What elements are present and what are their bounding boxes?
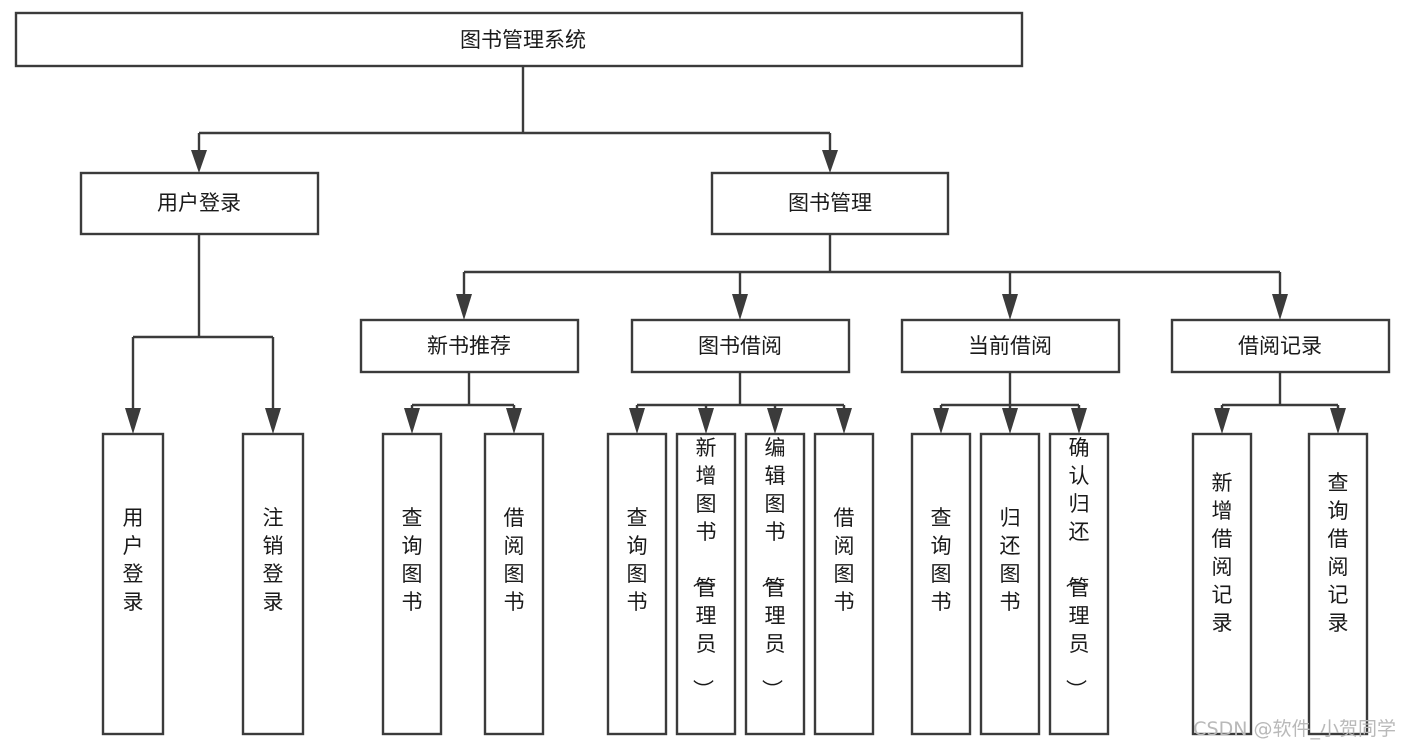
leaf-nodes-layer: 用户登录 注销登录 查询图书 借阅图书 查询图书 新增图书（管理员） xyxy=(101,432,1369,736)
node-leaf-confirm-return-label: 确认归还（管理员） xyxy=(1064,436,1090,700)
node-leaf-query-book-3-box[interactable] xyxy=(910,432,972,736)
node-current-borrow-box[interactable] xyxy=(900,318,1121,374)
arrowhead-leaf-add-record xyxy=(1214,408,1230,434)
node-leaf-query-book-2-box[interactable] xyxy=(606,432,668,736)
node-leaf-add-book-label: 新增图书（管理员） xyxy=(691,436,717,700)
node-leaf-user-logout[interactable]: 注销登录 xyxy=(241,432,305,736)
node-leaf-edit-book[interactable]: 编辑图书（管理员） xyxy=(744,432,806,736)
node-root-box[interactable] xyxy=(14,11,1024,68)
node-leaf-borrow-book-2-box[interactable] xyxy=(813,432,875,736)
node-leaf-return-book-label: 归还图书 xyxy=(1000,506,1021,614)
node-book-manage-box[interactable] xyxy=(710,171,950,236)
csdn-watermark: CSDN @软件_小贺同学 xyxy=(1193,718,1396,740)
arrowhead-leaf-return-book xyxy=(1002,408,1018,434)
arrowhead-leaf-add-book xyxy=(698,408,714,434)
node-leaf-user-logout-label: 注销登录 xyxy=(263,506,284,614)
node-root[interactable]: 图书管理系统 xyxy=(14,11,1024,68)
node-borrow-record-label: 借阅记录 xyxy=(1238,334,1322,358)
node-leaf-borrow-book-1-box[interactable] xyxy=(483,432,545,736)
node-book-borrow-label: 图书借阅 xyxy=(698,334,782,358)
node-leaf-add-book[interactable]: 新增图书（管理员） xyxy=(675,432,737,736)
node-root-label: 图书管理系统 xyxy=(460,28,586,52)
node-leaf-return-book-box[interactable] xyxy=(979,432,1041,736)
arrowhead-leaf-query-record xyxy=(1330,408,1346,434)
node-leaf-add-record-label: 新增借阅记录 xyxy=(1212,471,1233,635)
connector-layer xyxy=(125,66,1346,434)
node-book-borrow-box[interactable] xyxy=(630,318,851,374)
arrowhead-leaf-query-book-1 xyxy=(404,408,420,434)
node-leaf-query-book-2[interactable]: 查询图书 xyxy=(606,432,668,736)
node-new-book-recommend-label: 新书推荐 xyxy=(427,334,511,358)
node-leaf-confirm-return-box[interactable] xyxy=(1048,432,1110,736)
arrowhead-user-login xyxy=(191,150,207,173)
node-leaf-confirm-return[interactable]: 确认归还（管理员） xyxy=(1048,432,1110,736)
node-leaf-borrow-book-2[interactable]: 借阅图书 xyxy=(813,432,875,736)
arrowhead-leaf-borrow-book-1 xyxy=(506,408,522,434)
node-leaf-edit-book-label: 编辑图书（管理员） xyxy=(760,436,786,700)
node-leaf-borrow-book-1[interactable]: 借阅图书 xyxy=(483,432,545,736)
node-leaf-return-book[interactable]: 归还图书 xyxy=(979,432,1041,736)
arrowhead-new-book-recommend xyxy=(456,294,472,320)
node-leaf-query-record-box[interactable] xyxy=(1307,432,1369,736)
arrowhead-book-manage xyxy=(822,150,838,173)
node-leaf-query-record[interactable]: 查询借阅记录 xyxy=(1307,432,1369,736)
node-leaf-borrow-book-2-label: 借阅图书 xyxy=(834,506,855,614)
node-borrow-record[interactable]: 借阅记录 xyxy=(1170,318,1391,374)
node-leaf-edit-book-box[interactable] xyxy=(744,432,806,736)
node-user-login-box[interactable] xyxy=(79,171,320,236)
node-current-borrow[interactable]: 当前借阅 xyxy=(900,318,1121,374)
arrowhead-leaf-edit-book xyxy=(767,408,783,434)
node-leaf-user-logout-box[interactable] xyxy=(241,432,305,736)
arrowhead-leaf-user-login xyxy=(125,408,141,434)
arrowhead-borrow-record xyxy=(1272,294,1288,320)
node-leaf-add-record[interactable]: 新增借阅记录 xyxy=(1191,432,1253,736)
node-leaf-query-book-1-box[interactable] xyxy=(381,432,443,736)
node-leaf-user-login-box[interactable] xyxy=(101,432,165,736)
node-leaf-query-book-1[interactable]: 查询图书 xyxy=(381,432,443,736)
node-leaf-user-login[interactable]: 用户登录 xyxy=(101,432,165,736)
node-user-login-label: 用户登录 xyxy=(157,191,241,215)
node-book-manage-label: 图书管理 xyxy=(788,191,872,215)
node-leaf-add-book-box[interactable] xyxy=(675,432,737,736)
node-new-book-recommend-box[interactable] xyxy=(359,318,580,374)
arrowhead-leaf-user-logout xyxy=(265,408,281,434)
node-leaf-query-book-3-label: 查询图书 xyxy=(931,506,952,614)
node-leaf-query-book-1-label: 查询图书 xyxy=(402,506,423,614)
node-leaf-query-book-3[interactable]: 查询图书 xyxy=(910,432,972,736)
node-leaf-query-book-2-label: 查询图书 xyxy=(627,506,648,614)
arrowhead-leaf-confirm-return xyxy=(1071,408,1087,434)
node-leaf-user-login-label: 用户登录 xyxy=(123,506,144,614)
arrowhead-leaf-query-book-3 xyxy=(933,408,949,434)
node-new-book-recommend[interactable]: 新书推荐 xyxy=(359,318,580,374)
arrowhead-leaf-query-book-2 xyxy=(629,408,645,434)
node-leaf-borrow-book-1-label: 借阅图书 xyxy=(504,506,525,614)
node-book-borrow[interactable]: 图书借阅 xyxy=(630,318,851,374)
arrowhead-leaf-borrow-book-2 xyxy=(836,408,852,434)
node-borrow-record-box[interactable] xyxy=(1170,318,1391,374)
node-user-login[interactable]: 用户登录 xyxy=(79,171,320,236)
node-book-manage[interactable]: 图书管理 xyxy=(710,171,950,236)
node-leaf-query-record-label: 查询借阅记录 xyxy=(1328,471,1349,635)
arrowhead-book-borrow xyxy=(732,294,748,320)
node-leaf-add-record-box[interactable] xyxy=(1191,432,1253,736)
node-current-borrow-label: 当前借阅 xyxy=(968,334,1052,358)
arrowhead-current-borrow xyxy=(1002,294,1018,320)
